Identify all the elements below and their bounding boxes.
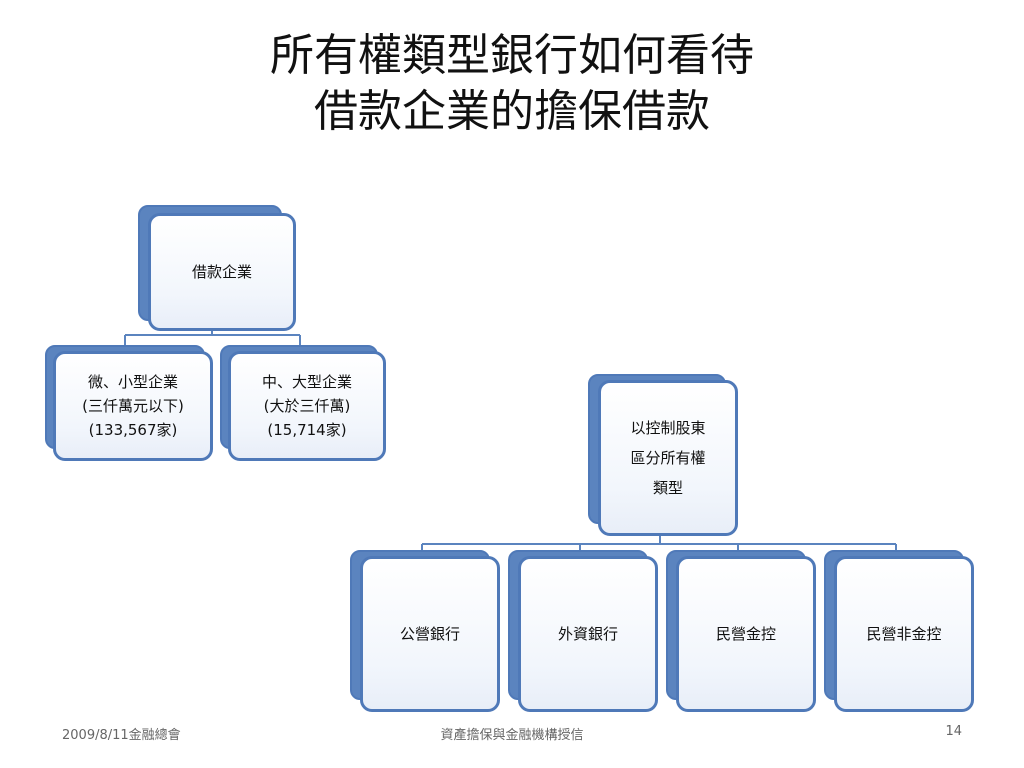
node-label: 借款企業 <box>191 263 252 281</box>
node-public-bank: 公營銀行 <box>350 550 500 712</box>
footer-date: 2009/8/11金融總會 <box>62 728 181 743</box>
node-line: (133,567家) <box>88 421 178 439</box>
node-line: (三仟萬元以下) <box>82 397 184 415</box>
footer-center-title: 資產擔保與金融機構授信 <box>440 728 584 743</box>
node-label: 公營銀行 <box>399 625 460 643</box>
node-small-enterprise: 微、小型企業 (三仟萬元以下) (133,567家) <box>45 345 215 461</box>
slide-title-line-2: 借款企業的擔保借款 <box>314 86 710 137</box>
node-private-non-holding: 民營非金控 <box>824 550 974 712</box>
node-borrowing-enterprise: 借款企業 <box>138 205 298 331</box>
footer-page-number: 14 <box>945 724 962 739</box>
node-line: (15,714家) <box>267 421 347 439</box>
node-private-holding: 民營金控 <box>666 550 816 712</box>
node-line: 類型 <box>652 479 683 497</box>
node-label: 民營非金控 <box>866 625 942 643</box>
slide-title-line-1: 所有權類型銀行如何看待 <box>270 30 754 81</box>
node-large-enterprise: 中、大型企業 (大於三仟萬) (15,714家) <box>220 345 388 461</box>
node-ownership-type: 以控制股東 區分所有權 類型 <box>588 374 738 536</box>
slide-title: 所有權類型銀行如何看待 借款企業的擔保借款 <box>0 28 1024 140</box>
node-line: 微、小型企業 <box>87 373 178 391</box>
node-label: 外資銀行 <box>557 625 618 643</box>
node-foreign-bank: 外資銀行 <box>508 550 658 712</box>
node-line: 以控制股東 <box>630 419 706 437</box>
node-line: (大於三仟萬) <box>263 397 351 415</box>
node-label: 民營金控 <box>715 625 776 643</box>
node-line: 中、大型企業 <box>261 373 352 391</box>
node-line: 區分所有權 <box>630 449 706 467</box>
